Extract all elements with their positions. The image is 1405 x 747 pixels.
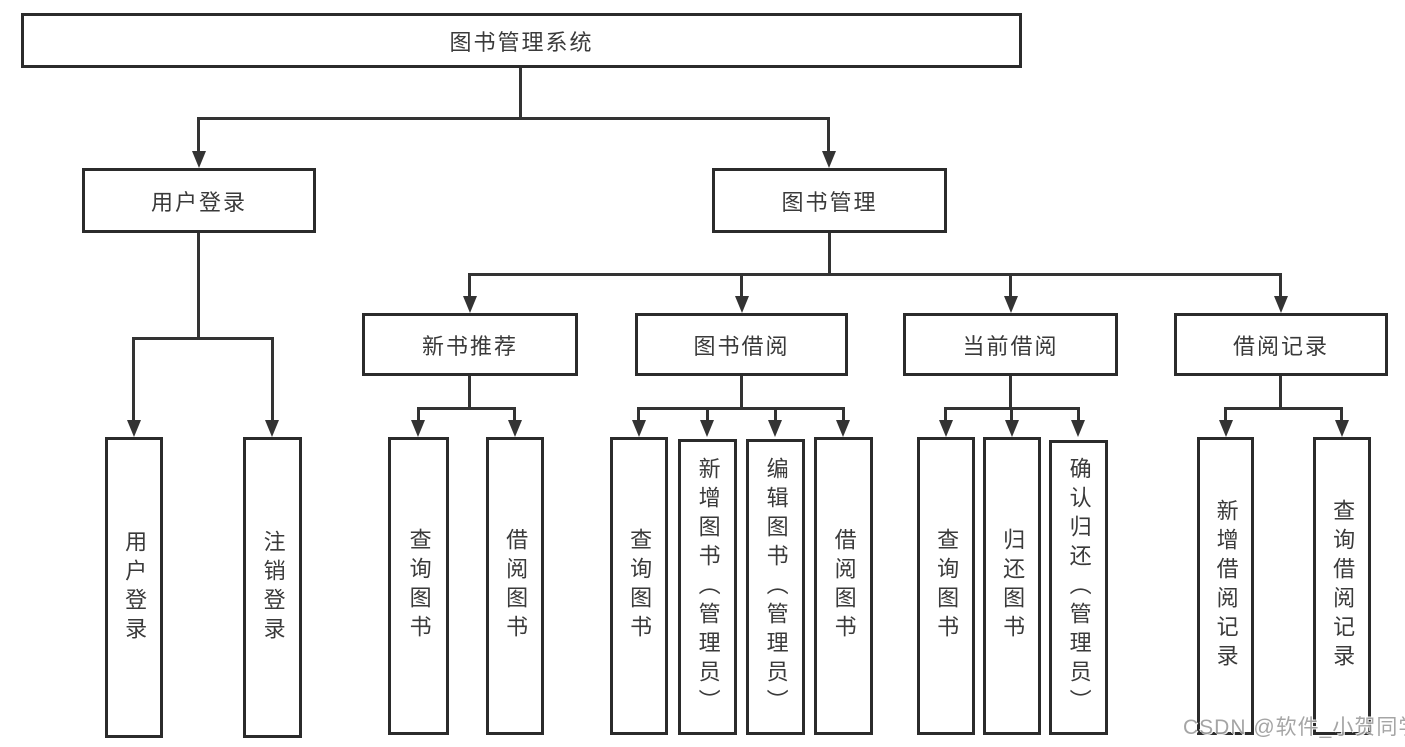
node-label: 查询图书 (406, 528, 432, 644)
node-label: 新增图书（管理员） (695, 456, 721, 718)
node-borrowing-records: 借阅记录 (1174, 313, 1388, 376)
node-current-return-books: 归还图书 (983, 437, 1041, 735)
connector-line (1224, 407, 1343, 410)
connector-line (513, 407, 516, 423)
arrowhead-down-icon (700, 420, 714, 437)
connector-line (944, 407, 1080, 410)
node-current-borrowing: 当前借阅 (903, 313, 1118, 376)
connector-line (774, 407, 777, 423)
connector-line (468, 273, 471, 299)
node-logout-action: 注销登录 (243, 437, 302, 738)
connector-line (1279, 376, 1282, 410)
node-book-borrowing: 图书借阅 (635, 313, 848, 376)
arrowhead-down-icon (1335, 420, 1349, 437)
node-label: 查询借阅记录 (1330, 499, 1356, 673)
arrowhead-down-icon (411, 420, 425, 437)
node-book-management: 图书管理 (712, 168, 947, 233)
connector-line (740, 273, 743, 299)
connector-line (827, 117, 830, 155)
node-recommend-borrow-books: 借阅图书 (486, 437, 544, 735)
node-user-login: 用户登录 (82, 168, 316, 233)
node-current-confirm-return-admin: 确认归还（管理员） (1049, 440, 1108, 735)
node-borrow-query-books: 查询图书 (610, 437, 668, 735)
connector-line (1077, 407, 1080, 423)
connector-line (1009, 273, 1012, 299)
node-label: 查询图书 (934, 528, 960, 644)
node-borrow-edit-books-admin: 编辑图书（管理员） (746, 439, 805, 735)
connector-line (842, 407, 845, 423)
connector-line (1279, 273, 1282, 299)
connector-line (132, 337, 135, 423)
arrowhead-down-icon (463, 296, 477, 313)
node-recommend-query-books: 查询图书 (388, 437, 449, 735)
arrowhead-down-icon (1219, 420, 1233, 437)
arrowhead-down-icon (1071, 420, 1085, 437)
node-root: 图书管理系统 (21, 13, 1022, 68)
connector-line (637, 407, 640, 423)
arrowhead-down-icon (822, 151, 836, 168)
arrowhead-down-icon (127, 420, 141, 437)
node-records-add-record: 新增借阅记录 (1197, 437, 1254, 735)
node-label: 归还图书 (1000, 528, 1026, 644)
node-label: 新增借阅记录 (1213, 499, 1239, 673)
connector-line (197, 117, 200, 155)
arrowhead-down-icon (735, 296, 749, 313)
connector-line (1009, 376, 1012, 410)
connector-line (1224, 407, 1227, 423)
arrowhead-down-icon (1005, 420, 1019, 437)
arrowhead-down-icon (836, 420, 850, 437)
arrowhead-down-icon (265, 420, 279, 437)
connector-line (944, 407, 947, 423)
node-borrow-borrow-books: 借阅图书 (814, 437, 873, 735)
connector-line (637, 407, 845, 410)
node-borrow-add-books-admin: 新增图书（管理员） (678, 439, 737, 735)
connector-line (132, 337, 274, 340)
node-records-query-record: 查询借阅记录 (1313, 437, 1371, 735)
node-user-login-action: 用户登录 (105, 437, 163, 738)
arrowhead-down-icon (632, 420, 646, 437)
connector-line (417, 407, 516, 410)
node-label: 确认归还（管理员） (1066, 457, 1092, 718)
connector-line (1340, 407, 1343, 423)
arrowhead-down-icon (768, 420, 782, 437)
connector-line (271, 337, 274, 423)
node-label: 查询图书 (627, 528, 653, 644)
connector-line (468, 376, 471, 410)
watermark: CSDN @软件_小贺同学 (1183, 716, 1405, 739)
node-current-query-books: 查询图书 (917, 437, 975, 735)
node-label: 借阅图书 (831, 528, 857, 644)
connector-line (828, 233, 831, 275)
connector-line (1010, 407, 1013, 423)
connector-line (519, 65, 522, 119)
node-label: 注销登录 (260, 529, 286, 646)
arrowhead-down-icon (1004, 296, 1018, 313)
node-label: 用户登录 (122, 529, 148, 646)
arrowhead-down-icon (192, 151, 206, 168)
connector-line (706, 407, 709, 423)
node-label: 编辑图书（管理员） (763, 456, 789, 718)
connector-line (197, 233, 200, 340)
arrowhead-down-icon (508, 420, 522, 437)
arrowhead-down-icon (1274, 296, 1288, 313)
connector-line (740, 376, 743, 410)
node-new-book-recommendation: 新书推荐 (362, 313, 578, 376)
connector-line (417, 407, 420, 423)
node-label: 借阅图书 (503, 528, 529, 644)
arrowhead-down-icon (939, 420, 953, 437)
connector-line (468, 273, 1282, 276)
connector-line (197, 117, 830, 120)
